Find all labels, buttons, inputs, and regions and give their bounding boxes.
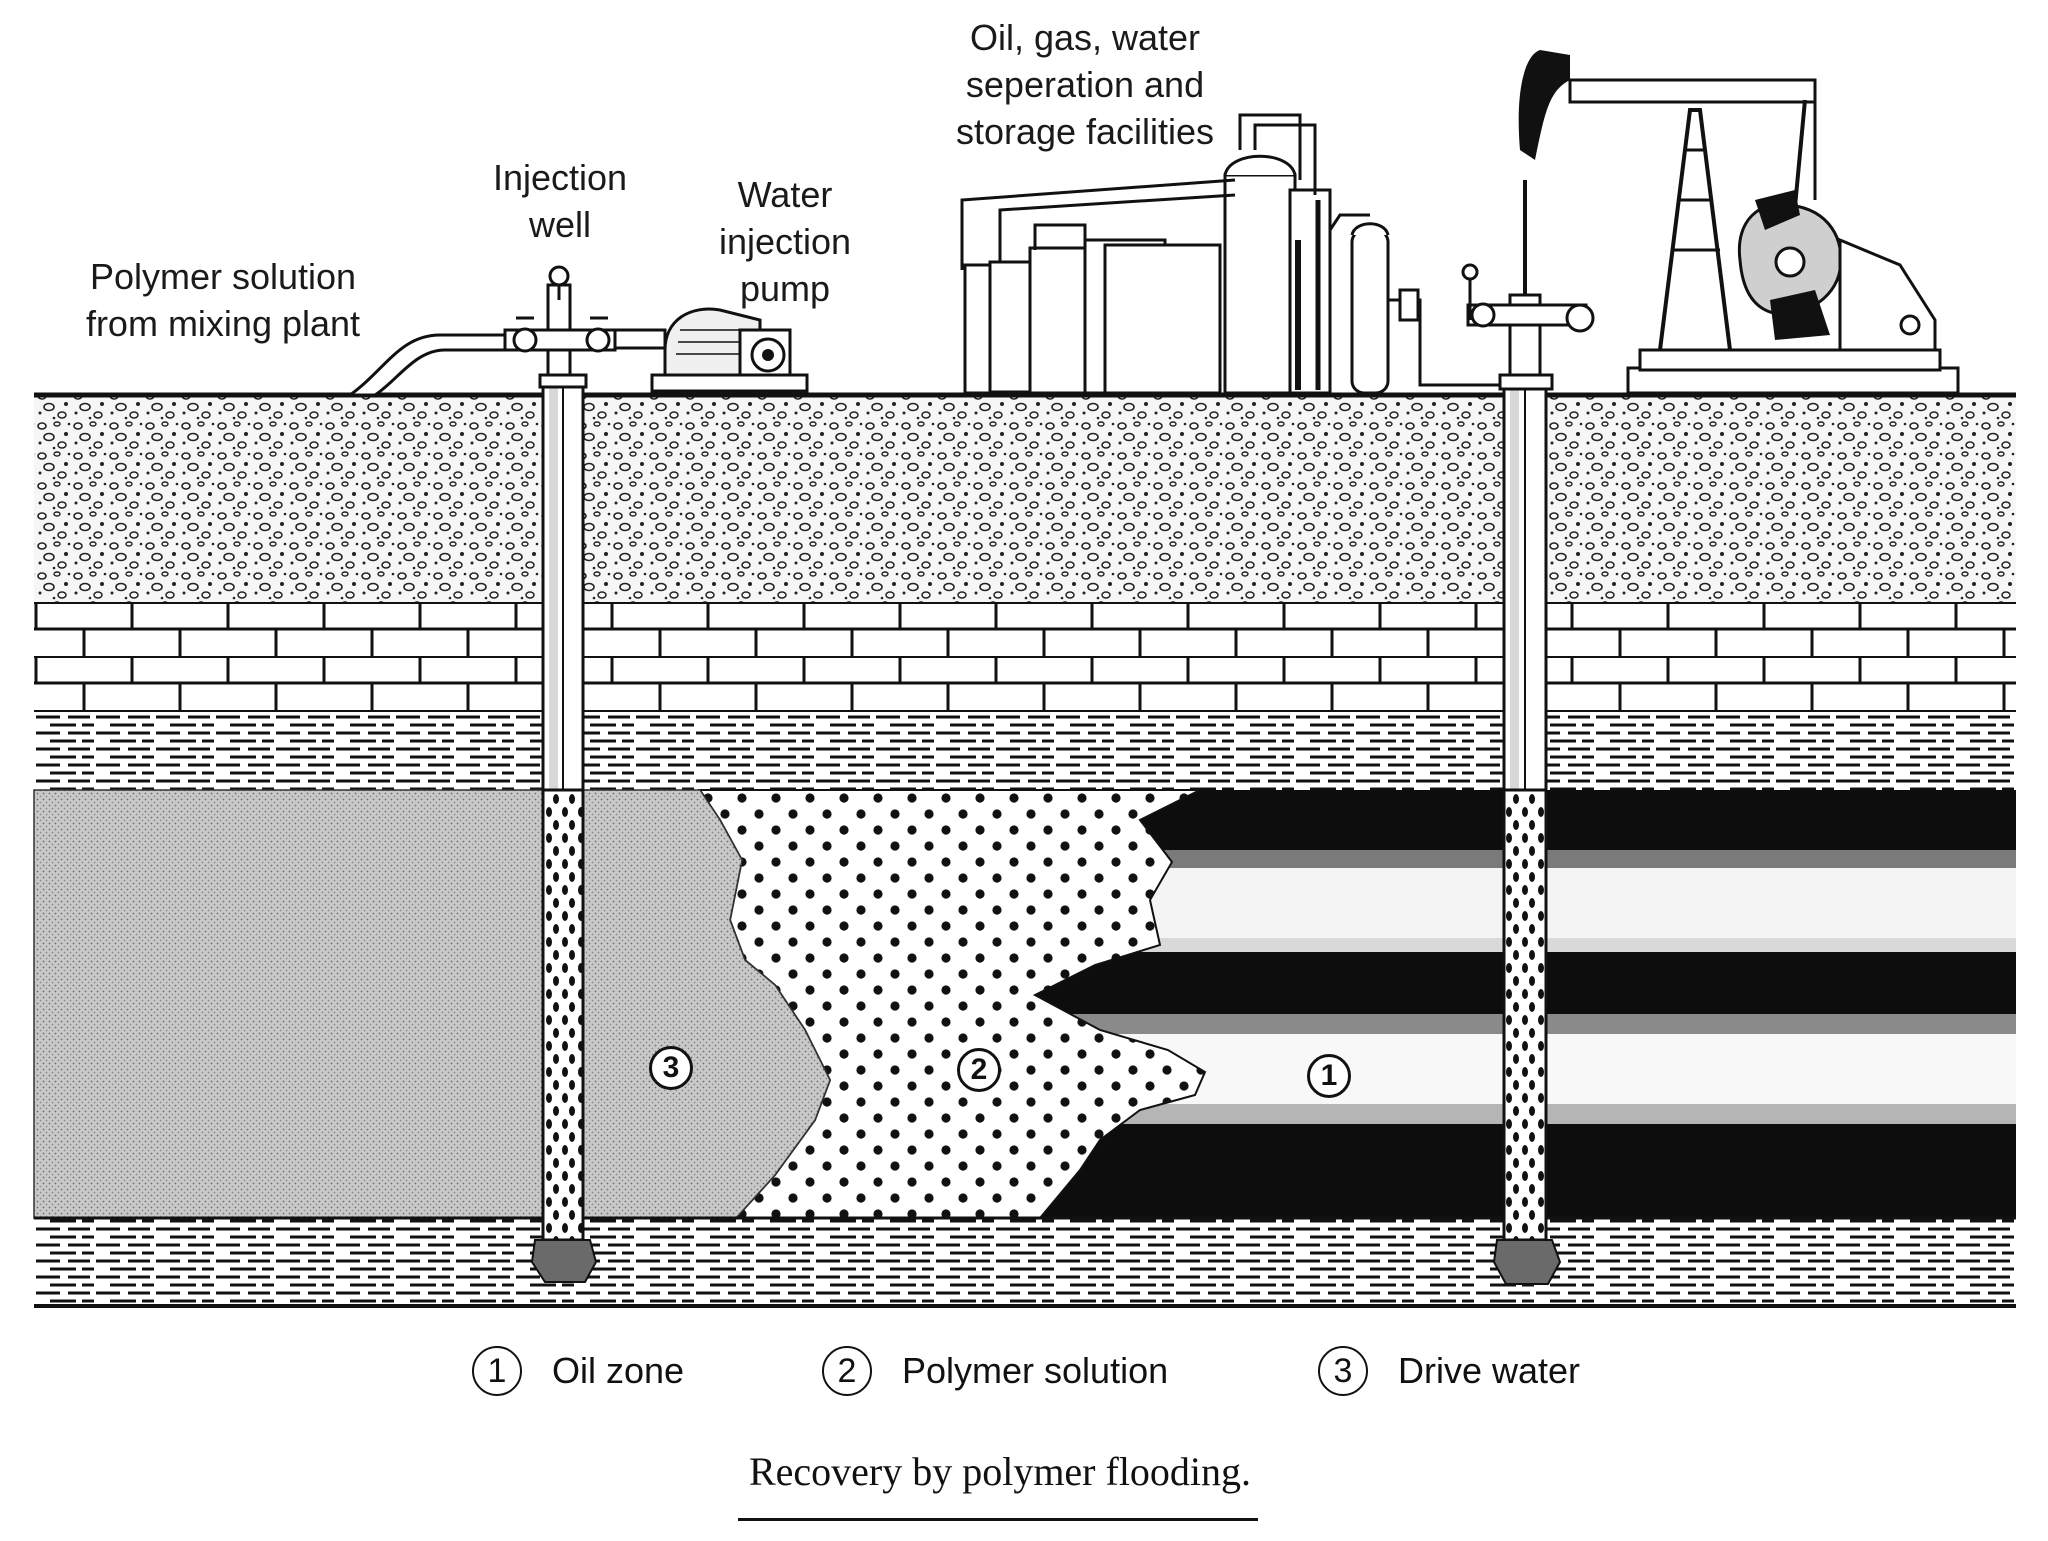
- legend-number: 3: [1318, 1346, 1368, 1396]
- zone-marker-water: 3: [649, 1046, 693, 1090]
- legend-text: Drive water: [1398, 1350, 1581, 1391]
- legend-text: Oil zone: [552, 1350, 685, 1391]
- zone-marker-polymer-number: 2: [970, 1053, 988, 1086]
- base-shale-layer: [34, 1218, 2016, 1306]
- pump-jack: [1518, 50, 1960, 395]
- limestone-layer: [34, 602, 2016, 712]
- legend-number: 2: [822, 1346, 872, 1396]
- label-polymer-solution: Polymer solution from mixing plant: [85, 256, 361, 344]
- label-water-injection-pump: Water injection pump: [718, 174, 852, 309]
- storage-facilities: [960, 113, 1500, 395]
- legend-item-oil-zone: 1 Oil zone: [472, 1343, 684, 1399]
- zone-marker-water-number: 3: [662, 1051, 680, 1084]
- legend-text: Polymer solution: [902, 1350, 1169, 1391]
- label-injection-well: Injection well: [492, 157, 628, 245]
- legend-item-drive-water: 3 Drive water: [1318, 1343, 1580, 1399]
- label-facilities: Oil, gas, water seperation and storage f…: [955, 17, 1215, 152]
- caption-underline: [738, 1518, 1258, 1521]
- legend-item-polymer-solution: 2 Polymer solution: [822, 1343, 1168, 1399]
- soil-layer: [34, 394, 2016, 602]
- water-injection-pump: [650, 307, 809, 393]
- production-wellhead: [1461, 180, 1595, 391]
- drive-water-zone: [33, 789, 831, 1219]
- legend-number: 1: [472, 1346, 522, 1396]
- injection-wellbore: [530, 383, 598, 1283]
- cap-shale-layer: [34, 712, 2016, 790]
- zone-marker-polymer: 2: [957, 1048, 1001, 1092]
- zone-marker-oil-number: 1: [1320, 1059, 1338, 1092]
- zone-marker-oil: 1: [1307, 1054, 1351, 1098]
- injection-wellhead: [503, 265, 667, 389]
- figure-caption: Recovery by polymer flooding.: [748, 1449, 1252, 1494]
